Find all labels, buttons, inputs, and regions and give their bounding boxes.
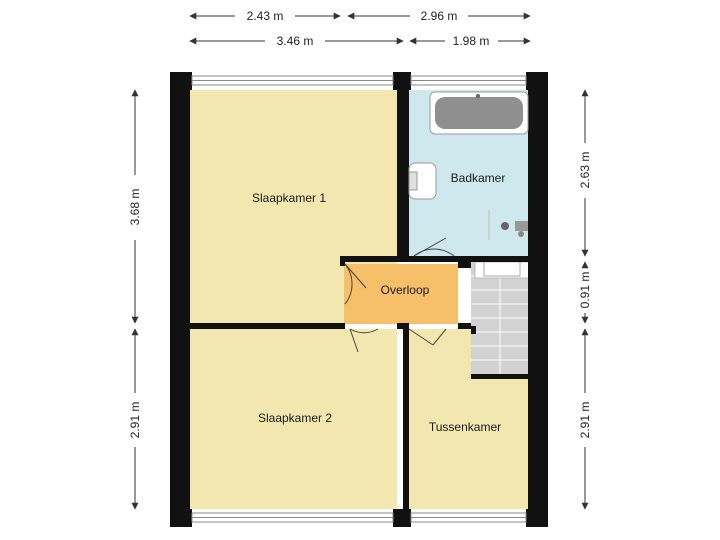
room-label-overloop: Overloop bbox=[381, 283, 430, 297]
room-overloop bbox=[344, 264, 458, 324]
dimension-top-2-left: 3.46 m bbox=[277, 34, 314, 48]
door-swing-icon bbox=[344, 237, 455, 353]
dimension-right-upper: 2.63 m bbox=[578, 152, 592, 189]
room-label-slaapkamer-2: Slaapkamer 2 bbox=[258, 411, 332, 425]
bathtub-icon bbox=[429, 91, 529, 135]
dimension-left-lower: 2.91 m bbox=[128, 402, 142, 439]
dimension-right-lower: 2.91 m bbox=[578, 402, 592, 439]
room-label-tussenkamer: Tussenkamer bbox=[429, 420, 501, 434]
room-slaapkamer-2 bbox=[190, 329, 397, 509]
walls bbox=[170, 72, 548, 527]
room-label-badkamer: Badkamer bbox=[451, 171, 506, 185]
room-label-slaapkamer-1: Slaapkamer 1 bbox=[252, 191, 326, 205]
dimension-left-upper: 3.68 m bbox=[128, 189, 142, 226]
window-icon bbox=[191, 75, 527, 523]
stairs-icon bbox=[471, 261, 531, 374]
dimension-top-1-left: 2.43 m bbox=[247, 9, 284, 23]
dimension-top-1-right: 2.96 m bbox=[421, 9, 458, 23]
toilet-icon bbox=[408, 162, 437, 200]
sink-icon bbox=[488, 210, 528, 240]
dimension-lines bbox=[131, 12, 589, 510]
dimension-top-2-right: 1.98 m bbox=[453, 34, 490, 48]
dimension-right-middle: 0.91 m bbox=[578, 272, 592, 309]
